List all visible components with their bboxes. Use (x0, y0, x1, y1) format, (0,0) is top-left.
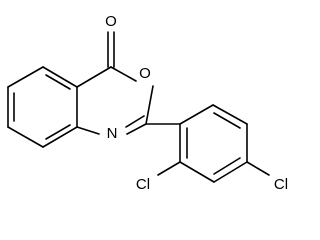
ring-oxygen-label: O (139, 65, 151, 82)
ortho-cl-bond (157, 161, 181, 176)
para-chlorine-label: Cl (274, 176, 288, 193)
dichlorophenyl-ring (179, 104, 248, 183)
ortho-chlorine-label: Cl (136, 176, 150, 193)
para-cl-bond (246, 161, 270, 176)
chemical-structure: O O N Cl Cl (7, 13, 288, 193)
benzo-ring (7, 66, 78, 148)
carbonyl-oxygen-label: O (105, 13, 117, 30)
oxazinone-ring (76, 31, 154, 135)
ring-nitrogen-label: N (107, 125, 118, 142)
